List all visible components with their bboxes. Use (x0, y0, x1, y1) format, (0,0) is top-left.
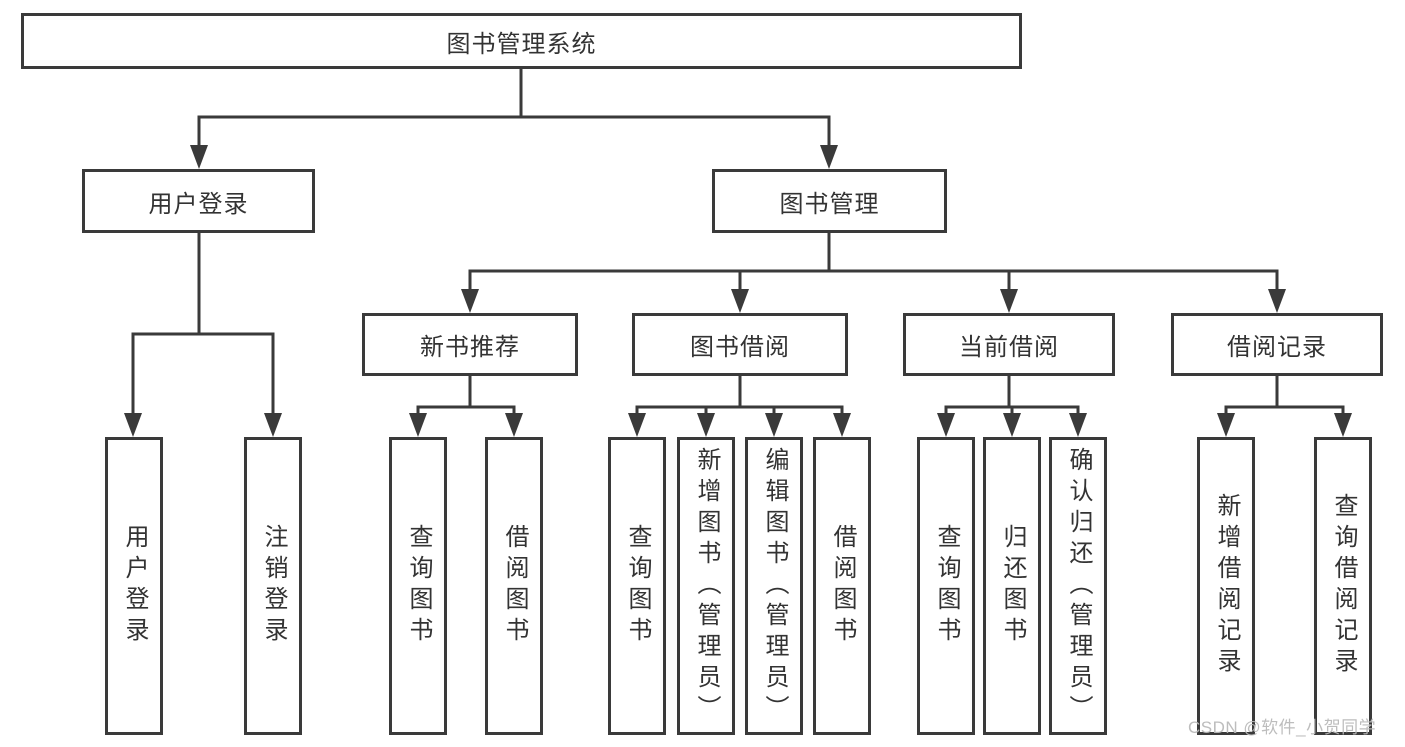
connector-root-to-level2 (190, 69, 838, 169)
leaf-confirm-return-admin: 确认归还（管理员） (1049, 437, 1107, 735)
leaf-label: 查询图书 (624, 524, 651, 648)
leaf-label: 查询图书 (405, 524, 432, 648)
leaf-borrow-books: 借阅图书 (813, 437, 871, 735)
arrow-head (190, 145, 208, 169)
connector-book-borrow-to-leaves (628, 376, 851, 437)
connector-borrow-records-to-leaves (1217, 376, 1352, 437)
arrow-head (1003, 413, 1021, 437)
node-label: 借阅记录 (1227, 334, 1327, 361)
leaf-label: 查询图书 (933, 524, 960, 648)
arrow-head (765, 413, 783, 437)
arrow-head (461, 289, 479, 313)
arrow-head (697, 413, 715, 437)
leaf-add-book-admin: 新增图书（管理员） (677, 437, 735, 735)
leaf-query-books-current: 查询图书 (917, 437, 975, 735)
arrow-head (1334, 413, 1352, 437)
arrow-head (124, 413, 142, 437)
leaf-label: 确认归还（管理员） (1065, 446, 1092, 726)
leaf-logout: 注销登录 (244, 437, 302, 735)
arrow-head (628, 413, 646, 437)
arrow-head (820, 145, 838, 169)
node-label: 图书管理 (779, 190, 880, 218)
leaf-query-books-recommend: 查询图书 (389, 437, 447, 735)
leaf-label: 用户登录 (121, 524, 148, 648)
leaf-query-borrow-record: 查询借阅记录 (1314, 437, 1372, 735)
leaf-add-borrow-record: 新增借阅记录 (1197, 437, 1255, 735)
arrow-head (731, 289, 749, 313)
arrow-head (1268, 289, 1286, 313)
node-current-borrow: 当前借阅 (903, 313, 1115, 376)
node-book-borrow: 图书借阅 (632, 313, 848, 376)
node-label: 图书借阅 (690, 334, 790, 361)
node-label: 新书推荐 (420, 334, 520, 361)
leaf-user-login: 用户登录 (105, 437, 163, 735)
arrow-head (409, 413, 427, 437)
arrow-head (937, 413, 955, 437)
node-label: 用户登录 (148, 190, 249, 218)
node-label: 当前借阅 (959, 334, 1059, 361)
leaf-return-book: 归还图书 (983, 437, 1041, 735)
leaf-label: 查询借阅记录 (1330, 493, 1357, 679)
node-new-book-recommend: 新书推荐 (362, 313, 578, 376)
arrow-head (1069, 413, 1087, 437)
csdn-watermark: CSDN @软件_小贺同学 (1188, 718, 1377, 737)
leaf-label: 注销登录 (260, 524, 287, 648)
leaf-edit-book-admin: 编辑图书（管理员） (745, 437, 803, 735)
arrow-head (505, 413, 523, 437)
leaf-label: 编辑图书（管理员） (761, 446, 788, 726)
arrow-head (1217, 413, 1235, 437)
leaf-query-books-borrow: 查询图书 (608, 437, 666, 735)
leaf-label: 借阅图书 (501, 524, 528, 648)
connector-user-login-to-leaves (124, 233, 282, 437)
arrow-head (1000, 289, 1018, 313)
connector-new-book-recommend-to-leaves (409, 376, 523, 437)
leaf-label: 归还图书 (999, 524, 1026, 648)
leaf-label: 新增图书（管理员） (693, 446, 720, 726)
node-library-management-system: 图书管理系统 (21, 13, 1022, 69)
node-book-management: 图书管理 (712, 169, 947, 233)
arrow-head (264, 413, 282, 437)
leaf-label: 新增借阅记录 (1213, 493, 1240, 679)
leaf-borrow-books-recommend: 借阅图书 (485, 437, 543, 735)
node-borrow-records: 借阅记录 (1171, 313, 1383, 376)
node-user-login: 用户登录 (82, 169, 315, 233)
node-label: 图书管理系统 (446, 30, 597, 58)
arrow-head (833, 413, 851, 437)
leaf-label: 借阅图书 (829, 524, 856, 648)
connector-book-management-to-level3 (461, 233, 1286, 313)
connector-current-borrow-to-leaves (937, 376, 1087, 437)
